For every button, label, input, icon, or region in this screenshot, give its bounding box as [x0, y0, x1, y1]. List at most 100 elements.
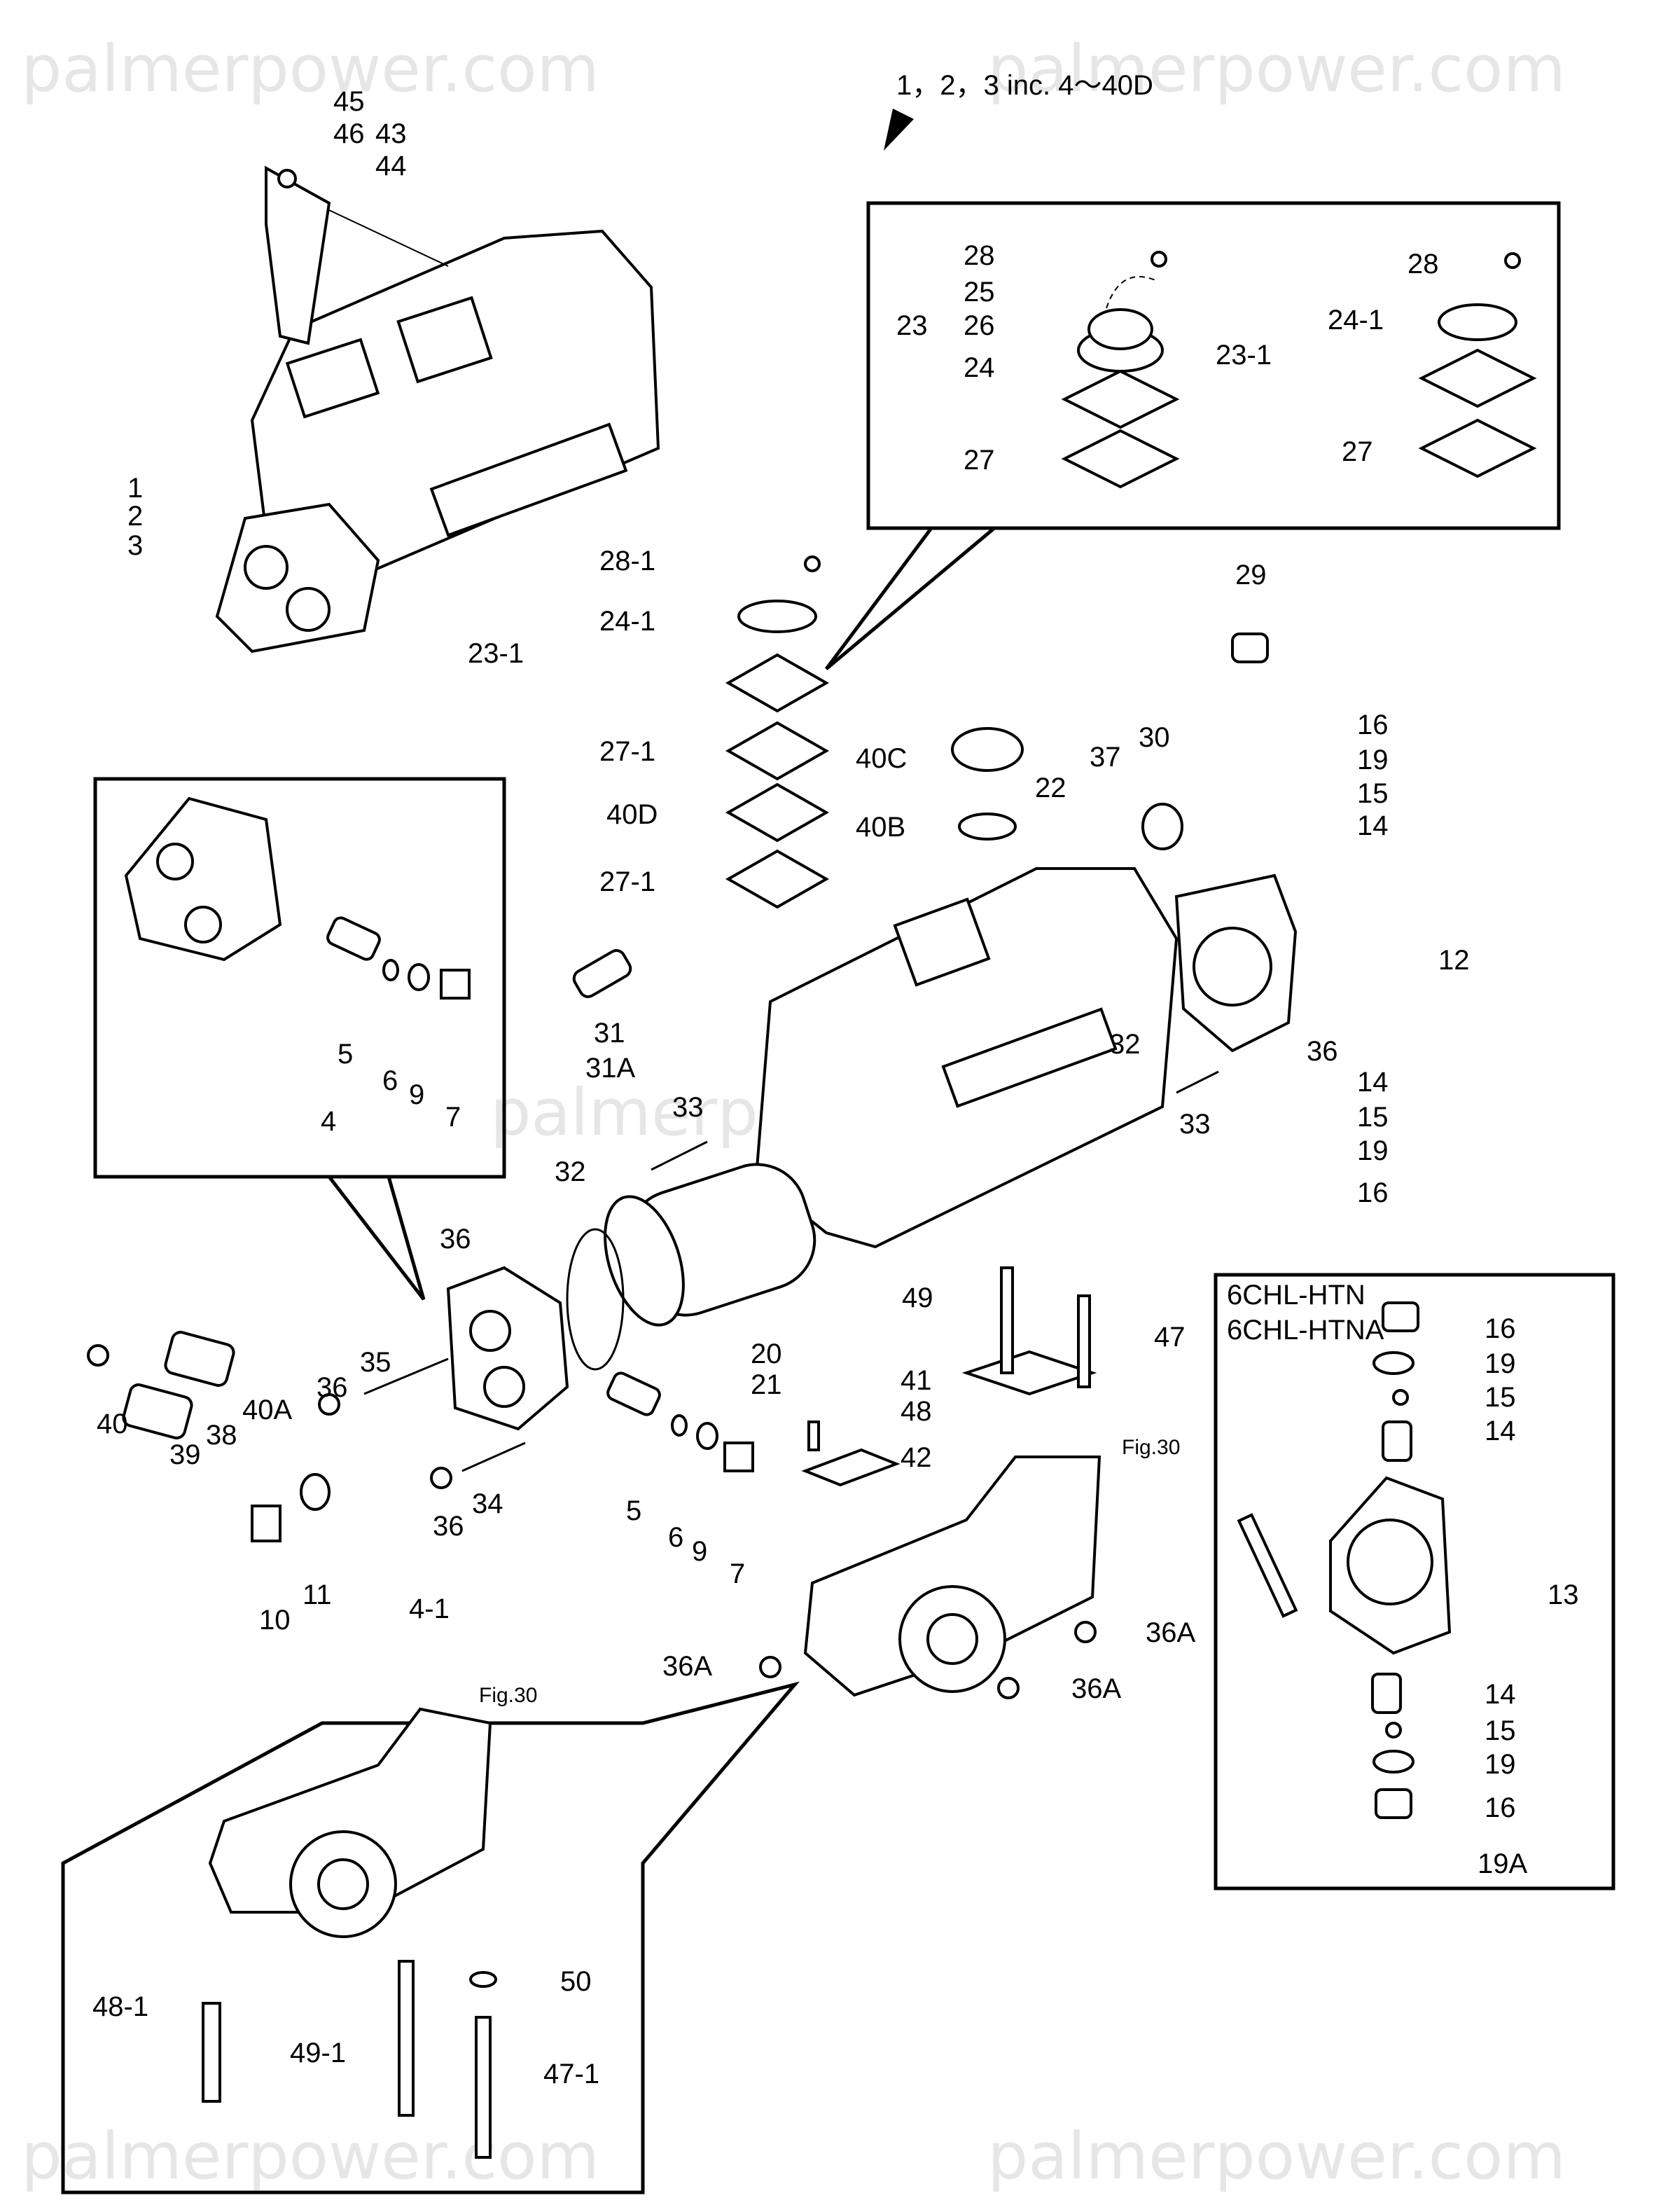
part-number-label: 26 [964, 310, 995, 341]
part-number-label: 35 [360, 1347, 391, 1378]
part-number-label: 23 [896, 310, 928, 341]
part-number-label: 6 [668, 1522, 683, 1553]
part-number-label: 6 [382, 1065, 398, 1096]
part-number-label: 14 [1357, 810, 1389, 841]
part-number-label: 9 [692, 1536, 707, 1567]
part-number-label: 14 [1357, 1067, 1389, 1098]
part-number-label: 36 [440, 1224, 471, 1254]
model-label: 6CHL-HTNA [1227, 1315, 1384, 1346]
part-number-label: 11 [303, 1579, 332, 1610]
part-number-label: 39 [169, 1439, 201, 1470]
part-number-label: 47 [1154, 1322, 1186, 1353]
part-number-label: 12 [1438, 945, 1470, 976]
part-number-label: 24 [964, 352, 995, 383]
part-number-label: 49 [902, 1283, 933, 1313]
part-number-label: 44 [375, 151, 407, 181]
part-number-label: 27-1 [599, 736, 655, 767]
assembly-note: 1，2，3 inc. 4〜40D [896, 70, 1153, 101]
part-number-label: 27 [1342, 436, 1373, 467]
part-number-label: 20 [751, 1339, 782, 1369]
part-number-label: 36 [433, 1511, 464, 1542]
end-cover-variant [1237, 1301, 1452, 1819]
heat-exchanger-housing-top [215, 165, 660, 654]
part-number-label: 41 [901, 1365, 932, 1396]
part-number-label: 40 [97, 1409, 128, 1439]
part-number-label: 14 [1485, 1679, 1516, 1710]
part-number-label: 36A [1146, 1617, 1195, 1648]
part-number-label: 24-1 [599, 606, 655, 637]
part-number-label: 28-1 [599, 546, 655, 576]
part-number-label: 50 [560, 1966, 592, 1997]
part-number-label: 7 [445, 1102, 461, 1133]
part-number-label: 1 [127, 473, 143, 504]
part-number-label: 13 [1548, 1579, 1579, 1610]
part-number-label: 42 [901, 1442, 932, 1473]
end-cover-assembly [87, 796, 754, 1542]
part-number-label: 15 [1357, 778, 1389, 809]
part-number-label: 15 [1357, 1102, 1389, 1133]
part-number-label: 2 [127, 501, 143, 532]
pointer-arrow-icon [884, 109, 914, 151]
part-number-label: 36A [662, 1651, 712, 1682]
part-number-label: 36 [317, 1372, 348, 1403]
part-number-label: 29 [1235, 560, 1267, 590]
part-number-label: 46 [333, 118, 365, 149]
part-number-label: 19 [1357, 1135, 1389, 1166]
part-number-label: 16 [1485, 1792, 1516, 1823]
part-number-label: 24-1 [1328, 305, 1384, 336]
part-number-label: 38 [206, 1420, 237, 1451]
watermark: palmerpower.com [21, 2119, 599, 2194]
part-number-label: 3 [127, 530, 143, 561]
part-number-label: 25 [964, 277, 995, 307]
watermark: palmerpower.com [987, 2119, 1566, 2194]
part-number-label: 33 [672, 1092, 704, 1123]
part-number-label: 16 [1485, 1313, 1516, 1344]
part-number-label: 45 [333, 86, 365, 117]
part-number-label: 30 [1139, 722, 1170, 753]
part-number-label: 43 [375, 118, 407, 149]
part-number-label: 31 [594, 1018, 625, 1049]
model-label: 6CHL-HTN [1227, 1280, 1365, 1311]
heat-exchanger-main [566, 867, 1298, 1371]
part-number-label: 4-1 [409, 1594, 450, 1624]
part-number-label: 31A [585, 1053, 635, 1084]
part-number-label: 34 [472, 1488, 503, 1519]
part-number-label: Fig.30 [1122, 1436, 1180, 1459]
part-number-label: 7 [730, 1558, 745, 1589]
callout-boxes [61, 201, 1615, 2194]
part-number-label: 5 [338, 1039, 353, 1070]
part-number-label: 23-1 [468, 638, 524, 669]
part-number-label: 9 [409, 1079, 424, 1110]
part-number-label: 49-1 [290, 2038, 346, 2068]
part-number-label: 32 [1109, 1029, 1141, 1060]
cap-assemblies [1061, 251, 1537, 489]
part-number-label: 22 [1035, 773, 1066, 803]
part-number-label: 19A [1478, 1848, 1527, 1879]
part-number-label: 36 [1307, 1036, 1338, 1067]
part-number-label: 47-1 [543, 2059, 599, 2089]
part-number-label: 15 [1485, 1715, 1516, 1746]
part-number-label: 23-1 [1216, 340, 1272, 371]
part-number-label: 19 [1485, 1348, 1516, 1379]
part-number-label: 48-1 [92, 1991, 148, 2022]
water-pump [202, 1266, 1101, 2159]
watermarks: palmerpower.com palmerpower.com palmerpo… [21, 32, 1566, 2194]
part-number-label: Fig.30 [479, 1684, 537, 1707]
part-number-label: 15 [1485, 1382, 1516, 1413]
part-number-label: 27 [964, 445, 995, 476]
part-number-label: 21 [751, 1369, 782, 1400]
part-number-label: 5 [626, 1495, 641, 1526]
part-number-label: 19 [1485, 1749, 1516, 1780]
part-number-label: 16 [1357, 710, 1389, 740]
part-number-label: 48 [901, 1396, 932, 1427]
gasket-stack [725, 555, 1269, 912]
part-number-label: 14 [1485, 1416, 1516, 1446]
watermark: palmerpower.com [987, 32, 1566, 106]
part-number-label: 28 [964, 240, 995, 271]
part-number-label: 16 [1357, 1177, 1389, 1208]
part-number-label: 4 [321, 1106, 336, 1137]
part-number-label: 40C [856, 743, 907, 774]
watermark: palmerpower.com [21, 32, 599, 106]
